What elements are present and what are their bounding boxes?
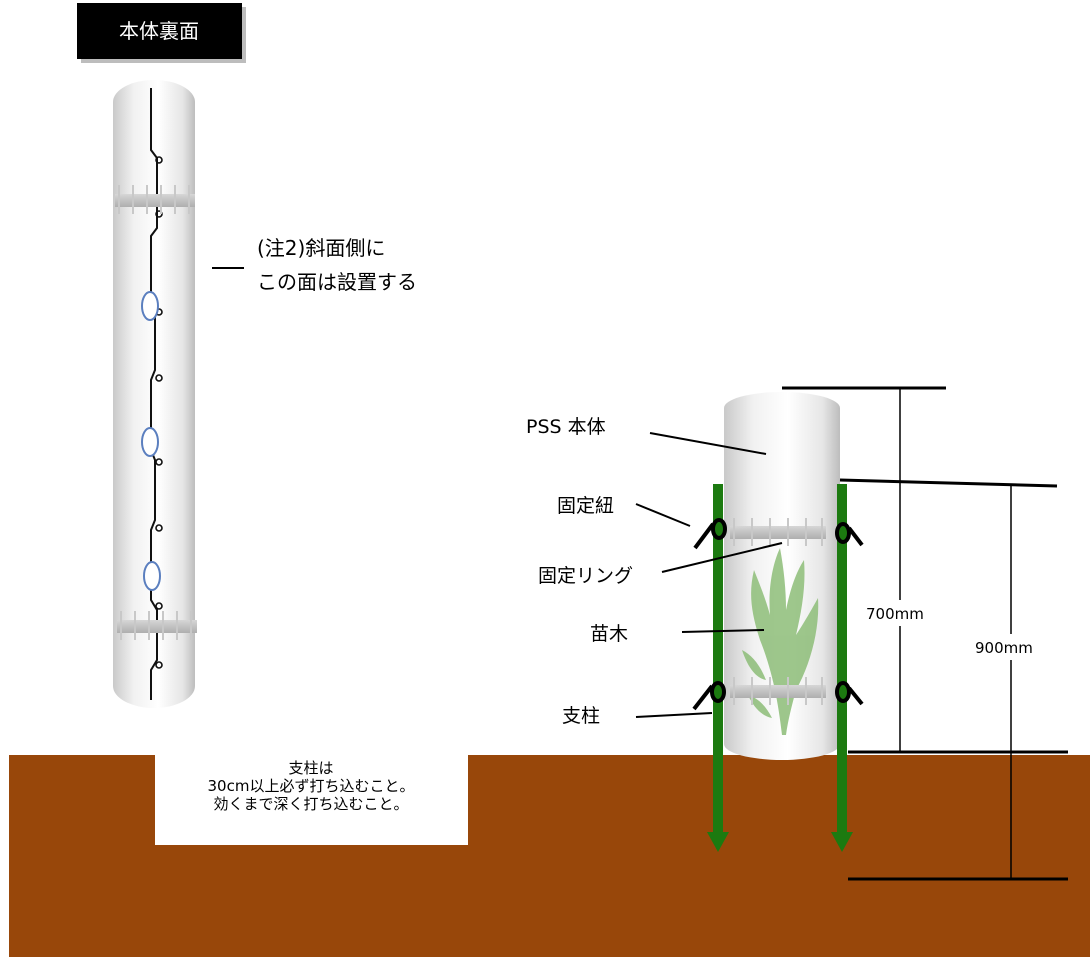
dimension-900mm bbox=[839, 478, 1068, 881]
dimension-700mm bbox=[782, 386, 946, 752]
hole-marker bbox=[141, 427, 159, 457]
label-fixing-string: 固定紐 bbox=[557, 495, 614, 517]
leader-post bbox=[635, 712, 713, 718]
support-post-right bbox=[831, 484, 853, 852]
fixing-ring-bottom bbox=[117, 611, 197, 640]
leader-fixing-string bbox=[635, 503, 691, 527]
fixing-ring-installed-bottom bbox=[730, 677, 826, 705]
fixing-string-knot bbox=[692, 518, 864, 711]
dimension-label-900: 900mm bbox=[975, 639, 1033, 657]
ground-note-line1: 支柱は bbox=[288, 759, 333, 777]
title-badge-text: 本体裏面 bbox=[119, 19, 199, 43]
label-pss-body: PSS 本体 bbox=[526, 416, 606, 438]
hole-marker bbox=[141, 291, 159, 321]
leader-fixing-ring bbox=[661, 542, 783, 573]
hole-marker bbox=[143, 561, 161, 591]
label-post: 支柱 bbox=[562, 705, 600, 727]
label-seedling: 苗木 bbox=[590, 623, 628, 645]
leader-pss-body bbox=[649, 432, 767, 455]
seedling bbox=[742, 548, 819, 735]
slope-note-line1: (注2)斜面側に bbox=[257, 236, 385, 260]
leader-seedling bbox=[681, 629, 765, 633]
ground-note-line2: 30cm以上必ず打ち込むこと。 bbox=[208, 777, 415, 795]
ground-note-line3: 効くまで深く打ち込むこと。 bbox=[213, 795, 408, 813]
title-badge: 本体裏面 bbox=[77, 3, 246, 63]
tube-installed-view bbox=[724, 392, 840, 760]
fixing-ring-top bbox=[115, 185, 195, 214]
dimension-label-700: 700mm bbox=[866, 605, 924, 623]
fixing-ring-installed-top bbox=[730, 518, 826, 546]
tube-back-view bbox=[113, 80, 197, 708]
ground-note-box: 支柱は 30cm以上必ず打ち込むこと。 効くまで深く打ち込むこと。 bbox=[155, 718, 468, 845]
label-fixing-ring: 固定リング bbox=[538, 565, 633, 587]
support-post-left bbox=[707, 484, 729, 852]
slope-note-line2: この面は設置する bbox=[257, 270, 417, 294]
